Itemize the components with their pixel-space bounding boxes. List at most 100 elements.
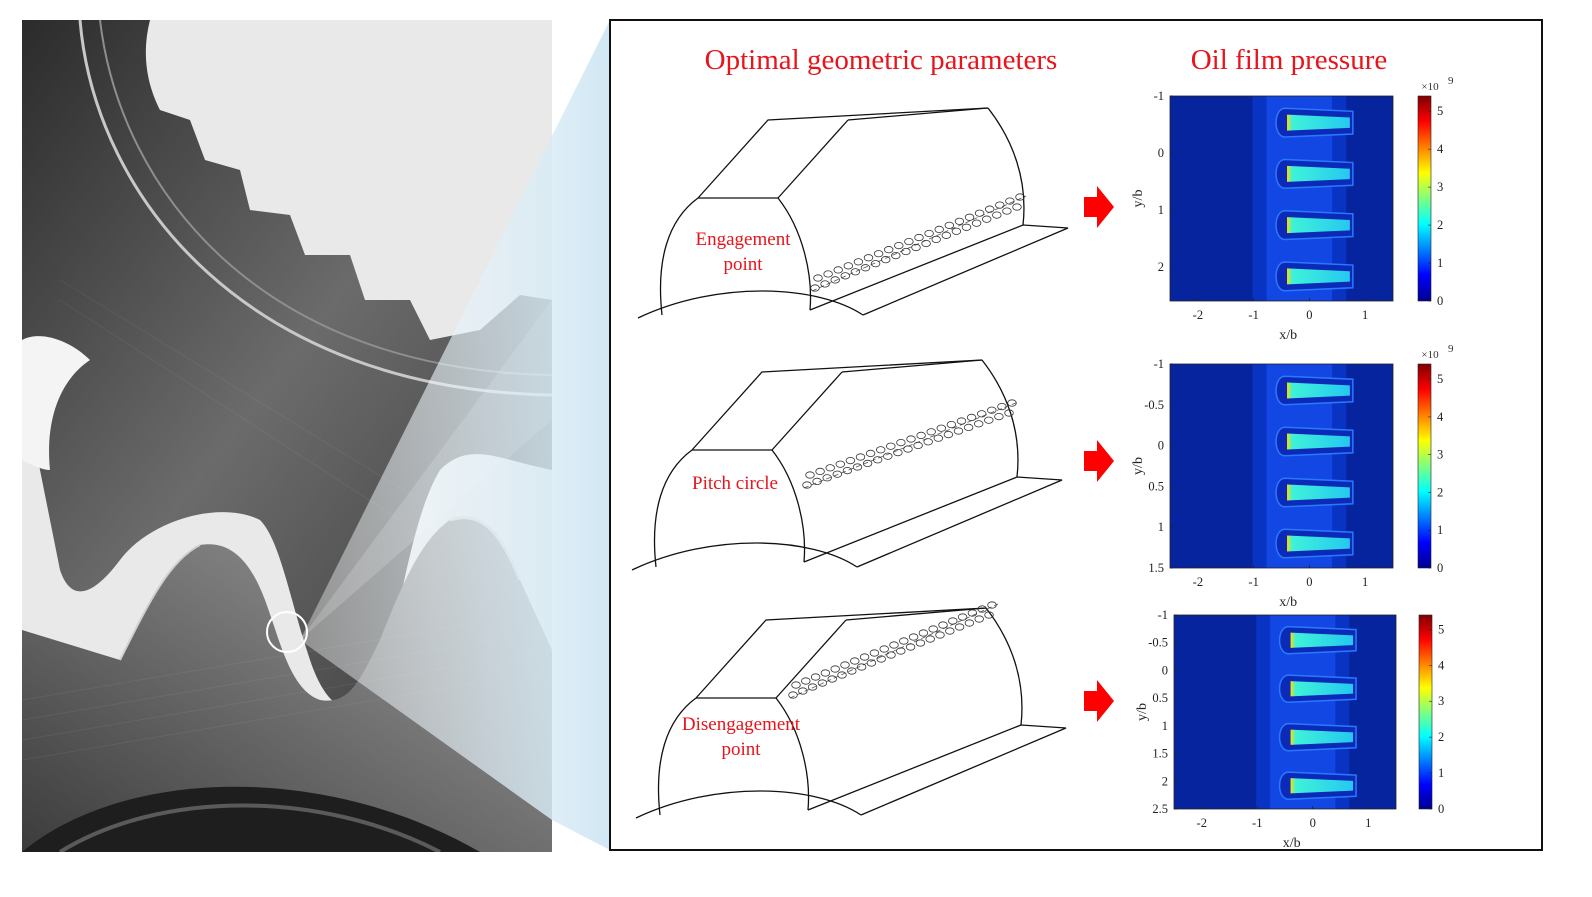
dimple (830, 276, 840, 284)
x-axis-label: x/b (1279, 328, 1297, 343)
dimple (833, 266, 843, 274)
dimple (948, 617, 958, 625)
dimple (974, 420, 984, 428)
dimple (904, 237, 914, 246)
x-tick-label: -2 (1193, 308, 1203, 322)
colorbar (1417, 95, 1432, 302)
colorbar (1417, 363, 1432, 569)
colorbar-tick-label: 0 (1438, 802, 1444, 816)
pocket-peak (1287, 484, 1350, 501)
dimple (916, 431, 926, 439)
colorbar-tick-label: 4 (1437, 410, 1444, 424)
y-tick-label: -1 (1158, 608, 1168, 622)
dimple (946, 420, 957, 429)
dimple (967, 609, 978, 617)
dimple (863, 254, 874, 262)
y-tick-label: 2 (1158, 260, 1164, 274)
dimple (931, 235, 941, 243)
y-tick-label: 1.5 (1148, 561, 1164, 575)
y-tick-label: 0 (1162, 663, 1168, 677)
tooth-sketch-1 (637, 107, 1069, 319)
heatmap-axes (1169, 363, 1394, 569)
dimple (850, 268, 861, 276)
dimple (944, 221, 955, 229)
x-axis-label: x/b (1279, 595, 1297, 610)
dimple (801, 677, 811, 685)
dimple (842, 466, 853, 475)
dimple (961, 223, 972, 231)
dimple (869, 649, 880, 657)
dimple (812, 477, 822, 485)
dimple (840, 272, 851, 280)
dimple (953, 427, 964, 435)
dimple (879, 645, 889, 653)
arrow-3 (1084, 680, 1114, 722)
dimple (966, 413, 977, 421)
dimple (862, 459, 873, 467)
dimple (820, 280, 830, 288)
dimple (827, 675, 837, 683)
dimple (886, 651, 896, 659)
y-tick-label: -1 (1154, 357, 1164, 371)
dimple (954, 623, 965, 631)
colorbar-tick-label: 2 (1438, 730, 1444, 744)
dimple (822, 474, 832, 482)
dimple (894, 242, 904, 250)
dimple (977, 410, 987, 418)
label-disengagement-point-line-1: Disengagement (682, 714, 801, 735)
dimple (825, 464, 835, 472)
dimple (823, 270, 833, 278)
dimple (802, 481, 812, 489)
dimple (891, 252, 901, 260)
dimple (984, 611, 994, 619)
dimple (985, 205, 995, 213)
dimple (870, 260, 881, 268)
dimple (865, 449, 876, 457)
dimple (896, 438, 906, 447)
colorbar-tick-label: 2 (1437, 485, 1443, 499)
pocket-peak (1290, 632, 1354, 648)
pocket-peak (1287, 535, 1350, 552)
dimple (954, 217, 965, 225)
y-tick-label: 1 (1158, 203, 1164, 217)
dimple (835, 460, 846, 468)
dimple (957, 613, 968, 621)
dimple (963, 423, 974, 431)
dimple (938, 621, 948, 629)
dimple (860, 264, 871, 272)
dimple (935, 631, 945, 639)
dimple (924, 229, 934, 238)
dimple (873, 456, 883, 464)
dimple (914, 233, 924, 242)
dimple (832, 470, 843, 478)
dimple (1012, 203, 1022, 211)
dimple (889, 641, 899, 649)
dimple (951, 227, 962, 235)
heatmap-axes (1173, 614, 1397, 810)
colorbar-multiplier: ×10 (1421, 349, 1439, 361)
colorbar-exponent: 9 (1448, 343, 1454, 355)
x-tick-label: 0 (1306, 308, 1312, 322)
y-tick-label: 0 (1158, 439, 1164, 453)
dimple (817, 679, 828, 687)
dimple-row-3 (788, 601, 999, 699)
colorbar-tick-label: 5 (1438, 622, 1444, 636)
pocket-peak (1287, 114, 1350, 131)
dimple (847, 667, 857, 675)
dimple (928, 625, 938, 633)
colorbar-tick-label: 3 (1437, 448, 1443, 462)
pocket-peak (1287, 217, 1350, 234)
x-tick-label: 1 (1362, 575, 1368, 589)
colorbar-tick-label: 1 (1437, 256, 1443, 270)
colorbar-tick-label: 2 (1437, 218, 1443, 232)
y-axis-label: y/b (1131, 457, 1146, 475)
y-tick-label: 1 (1162, 719, 1168, 733)
label-engagement-point-line-2: point (723, 254, 763, 275)
colorbar-tick-label: 3 (1438, 694, 1444, 708)
dimple (876, 446, 886, 454)
pocket-peak (1290, 681, 1354, 697)
pocket-peak (1287, 165, 1350, 182)
